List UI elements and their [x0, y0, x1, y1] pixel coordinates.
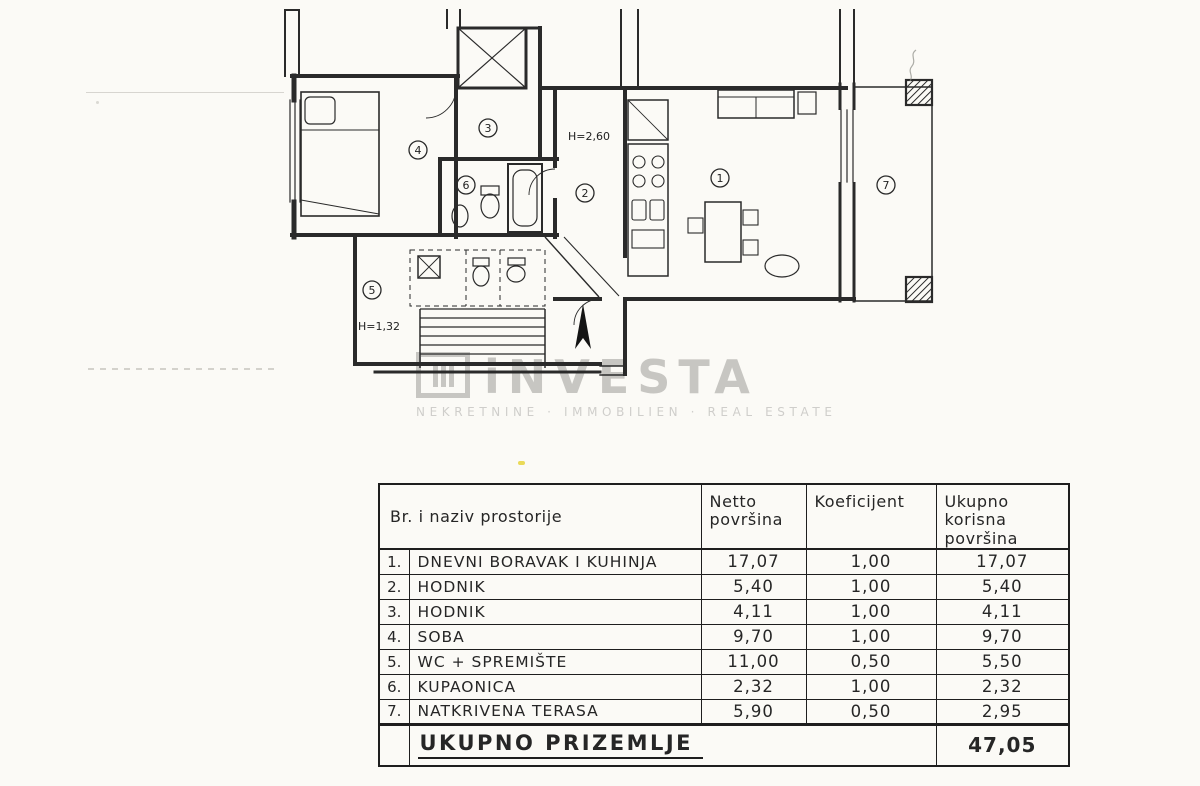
total-value: 2,32: [935, 673, 1070, 700]
room-label-4: 4: [408, 140, 428, 160]
grand-total-value: 47,05: [935, 722, 1070, 767]
area-table: Br. i naziv prostorije Netto površina Ko…: [378, 483, 1070, 768]
svg-text:6: 6: [463, 179, 470, 192]
room-label-5: 5: [362, 280, 382, 300]
room-label-7: 7: [876, 175, 896, 195]
storage-partitions: [409, 249, 546, 307]
watermark: iNVESTA NEKRETNINE · IMMOBILIEN · REAL E…: [416, 352, 837, 419]
row-number: 1.: [378, 548, 410, 575]
svg-text:7: 7: [883, 179, 890, 192]
header-rooms: Br. i naziv prostorije: [378, 483, 702, 551]
ceiling-height-label: H=2,60: [568, 130, 610, 143]
living-room-furniture: [687, 89, 817, 278]
total-value: 5,50: [935, 648, 1070, 675]
netto-value: 4,11: [700, 598, 807, 625]
coefficient-value: 0,50: [805, 648, 937, 675]
total-value: 4,11: [935, 598, 1070, 625]
netto-value: 9,70: [700, 623, 807, 650]
header-total: Ukupno korisna površina: [935, 483, 1070, 551]
room-name: KUPAONICA: [408, 673, 702, 700]
watermark-brand: iNVESTA: [484, 349, 758, 404]
room-label-6: 6: [456, 175, 476, 195]
row-number: 5.: [378, 648, 410, 675]
netto-value: 11,00: [700, 648, 807, 675]
scan-artifact-dot: [96, 101, 99, 104]
room-name: HODNIK: [408, 573, 702, 600]
coefficient-value: 1,00: [805, 673, 937, 700]
room-label-1: 1: [710, 168, 730, 188]
scan-artifact-yellow-speck: [518, 461, 525, 465]
netto-value: 5,90: [700, 698, 807, 725]
kitchen-counter: [627, 99, 669, 277]
total-value: 2,95: [935, 698, 1070, 725]
total-value: 17,07: [935, 548, 1070, 575]
row-number: 4.: [378, 623, 410, 650]
stairs: [419, 308, 546, 368]
room-label-2: 2: [575, 183, 595, 203]
svg-text:5: 5: [369, 284, 376, 297]
wc-storage-fixtures: [417, 255, 526, 287]
total-label: UKUPNO PRIZEMLJE: [417, 731, 704, 760]
row-number: 6.: [378, 673, 410, 700]
svg-text:4: 4: [415, 144, 422, 157]
total-value: 9,70: [935, 623, 1070, 650]
netto-value: 5,40: [700, 573, 807, 600]
table-row: 7. NATKRIVENA TERASA 5,90 0,50 2,95: [378, 698, 1070, 725]
watermark-tagline: NEKRETNINE · IMMOBILIEN · REAL ESTATE: [416, 405, 837, 419]
netto-value: 17,07: [700, 548, 807, 575]
footer-number-cell: [378, 722, 410, 767]
floor-plan: 1 2 3 4 5 6 7 H=2,60 H=1,32: [284, 9, 934, 376]
room-name: HODNIK: [408, 598, 702, 625]
door-swings: [425, 87, 620, 326]
table-header-row: Br. i naziv prostorije Netto površina Ko…: [378, 483, 1070, 551]
row-number: 3.: [378, 598, 410, 625]
table-row: 3. HODNIK 4,11 1,00 4,11: [378, 598, 1070, 625]
table-row: 5. WC + SPREMIŠTE 11,00 0,50 5,50: [378, 648, 1070, 675]
coefficient-value: 1,00: [805, 548, 937, 575]
walls: [284, 9, 857, 376]
total-value: 5,40: [935, 573, 1070, 600]
table-row: 4. SOBA 9,70 1,00 9,70: [378, 623, 1070, 650]
coefficient-value: 1,00: [805, 623, 937, 650]
table-row: 6. KUPAONICA 2,32 1,00 2,32: [378, 673, 1070, 700]
low-height-label: H=1,32: [358, 320, 400, 333]
svg-text:2: 2: [582, 187, 589, 200]
bed: [300, 91, 380, 217]
row-number: 7.: [378, 698, 410, 725]
coefficient-value: 0,50: [805, 698, 937, 725]
header-coefficient: Koeficijent: [805, 483, 937, 551]
table-row: 2. HODNIK 5,40 1,00 5,40: [378, 573, 1070, 600]
coefficient-value: 1,00: [805, 573, 937, 600]
scan-artifact-line: [86, 92, 284, 93]
header-netto: Netto površina: [700, 483, 807, 551]
room-name: WC + SPREMIŠTE: [408, 648, 702, 675]
coefficient-value: 1,00: [805, 598, 937, 625]
room-name: NATKRIVENA TERASA: [408, 698, 702, 725]
north-arrow: [575, 304, 591, 349]
room-label-3: 3: [478, 118, 498, 138]
svg-text:1: 1: [717, 172, 724, 185]
row-number: 2.: [378, 573, 410, 600]
scan-artifact-dashes: [88, 368, 278, 370]
room-name: DNEVNI BORAVAK I KUHINJA: [408, 548, 702, 575]
table-total-row: UKUPNO PRIZEMLJE 47,05: [378, 722, 1070, 767]
total-label-cell: UKUPNO PRIZEMLJE: [408, 722, 937, 767]
room-name: SOBA: [408, 623, 702, 650]
netto-value: 2,32: [700, 673, 807, 700]
bathroom-fixtures: [451, 163, 556, 233]
svg-text:3: 3: [485, 122, 492, 135]
terrace: [854, 49, 934, 304]
table-row: 1. DNEVNI BORAVAK I KUHINJA 17,07 1,00 1…: [378, 548, 1070, 575]
